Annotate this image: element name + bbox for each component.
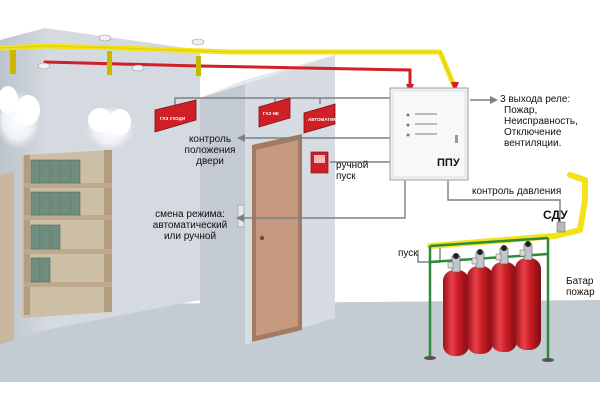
manual-call-point-icon: [310, 151, 329, 174]
control-panel-ppu: [389, 87, 469, 181]
floor-edge: [0, 382, 600, 400]
mode-switch-label: смена режима: автоматический или ручной: [146, 209, 234, 242]
relay-item-fire: Пожар,: [504, 105, 538, 116]
svg-text:ГАЗ НЕ: ГАЗ НЕ: [263, 111, 279, 116]
battery-line-1: Батар: [566, 276, 594, 287]
battery-line-2: пожар: [566, 287, 595, 298]
sdu-label: СДУ: [543, 208, 568, 222]
partition-wall-top: [200, 55, 335, 98]
partition-wall-side: [200, 80, 245, 345]
start-label: пуск: [398, 248, 418, 259]
mode-switch-line-3: или ручной: [163, 231, 217, 242]
exit-sign-icon: ГАЗ УХОДИ ГАЗ НЕ АВТОМАТИКА: [154, 97, 340, 134]
sprinkler-nozzle-icon: [10, 50, 201, 76]
relay-title: 3 выхода реле:: [500, 94, 571, 105]
svg-text:ГАЗ УХОДИ: ГАЗ УХОДИ: [160, 116, 185, 121]
manual-start-label: ручной пуск: [336, 160, 368, 182]
manual-start-line-2: пуск: [336, 171, 356, 182]
svg-text:АВТОМАТИКА: АВТОМАТИКА: [308, 117, 340, 122]
smoke-clouds: [0, 86, 134, 150]
ppu-label: ППУ: [437, 157, 460, 169]
door: [237, 134, 302, 342]
gas-cylinder-battery: [424, 236, 554, 362]
pressure-device-sdu: [556, 221, 566, 233]
mode-switch-line-1: смена режима:: [155, 209, 225, 220]
door-control-line-1: контроль: [188, 134, 232, 145]
gas-pipeline: [0, 43, 588, 249]
gas-cylinder-icon: [443, 258, 541, 356]
left-shelf: [0, 172, 14, 344]
pipe-arrow: [451, 82, 459, 92]
bookshelf: [22, 150, 112, 318]
door-control-label: контроль положения двери: [178, 134, 242, 167]
heat-detector-icon: [37, 34, 205, 72]
relay-outputs-label: 3 выхода реле: Пожар, Неисправность, Отк…: [500, 94, 578, 149]
relay-item-fault: Неисправность,: [504, 116, 578, 127]
relay-item-ventilation: вентиляции.: [504, 138, 562, 149]
mode-switch-line-2: автоматический: [152, 220, 228, 231]
door-control-line-2: положения: [184, 145, 236, 156]
signal-wires: [174, 97, 561, 263]
battery-label: Батар пожар: [566, 276, 595, 298]
pressure-control-label: контроль давления: [472, 186, 562, 197]
manual-start-line-1: ручной: [336, 160, 369, 171]
relay-item-shutdown: Отключение: [504, 127, 562, 138]
binders: [30, 159, 81, 283]
door-control-line-3: двери: [196, 156, 224, 167]
